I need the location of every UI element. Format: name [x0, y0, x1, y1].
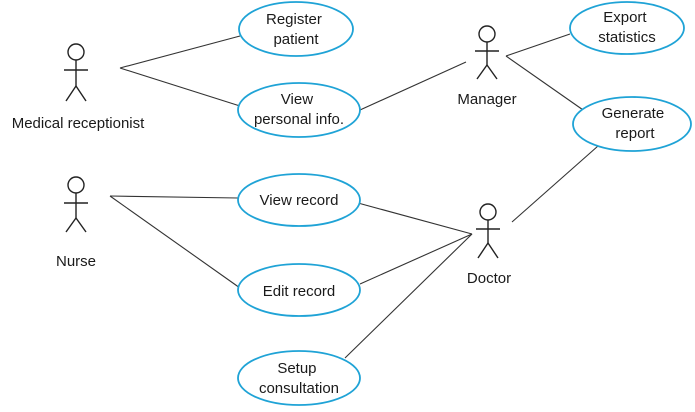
actor-label-nurse: Nurse: [56, 253, 96, 270]
use-case-setup-consultation-ellipse: [237, 350, 361, 406]
actor-label-medical-receptionist: Medical receptionist: [12, 115, 145, 132]
use-case-view-personal-info-ellipse: [237, 82, 361, 138]
assoc-doctor-view-record: [357, 202, 473, 235]
associations: [109, 33, 599, 359]
doctor-stick-figure-icon: [476, 203, 500, 259]
assoc-nurse-view-record: [109, 195, 239, 199]
actor-doctor: Doctor: [467, 203, 511, 287]
use-case-setup-consultation: Setup consultation: [237, 350, 361, 406]
use-case-label-view-record: View record: [260, 192, 339, 209]
assoc-nurse-edit-record: [109, 195, 241, 289]
use-case-export-statistics: Export statistics: [569, 1, 685, 55]
medical-receptionist-stick-figure-icon: [64, 43, 88, 102]
actor-label-manager: Manager: [457, 91, 516, 108]
actor-nurse: Nurse: [56, 176, 96, 270]
use-case-label-register-patient: Register patient: [266, 11, 326, 48]
use-case-view-record-ellipse: [237, 173, 361, 227]
nurse-stick-figure-icon: [64, 176, 88, 233]
use-case-generate-report: Generate report: [572, 96, 692, 152]
use-case-export-statistics-ellipse: [569, 1, 685, 55]
actor-manager: Manager: [457, 25, 517, 108]
use-case-label-setup-consultation: Setup consultation: [259, 360, 339, 397]
assoc-manager-generate: [505, 55, 587, 113]
use-case-label-export-statistics: Export statistics: [598, 9, 656, 46]
use-case-label-view-personal-info: View personal info.: [254, 91, 344, 128]
use-case-label-edit-record: Edit record: [263, 283, 336, 300]
actor-medical-receptionist: Medical receptionist: [12, 43, 145, 132]
manager-stick-figure-icon: [475, 25, 499, 80]
use-case-view-personal-info: View personal info.: [237, 82, 361, 138]
use-case-generate-report-ellipse: [572, 96, 692, 152]
use-case-view-record: View record: [237, 173, 361, 227]
assoc-manager-export: [505, 33, 571, 57]
use-case-label-generate-report: Generate report: [602, 105, 669, 142]
use-case-register-patient-ellipse: [238, 1, 354, 57]
assoc-doctor-generate: [511, 145, 599, 223]
use-case-edit-record: Edit record: [237, 263, 361, 317]
actor-label-doctor: Doctor: [467, 270, 511, 287]
use-case-edit-record-ellipse: [237, 263, 361, 317]
assoc-doctor-edit-record: [359, 233, 473, 285]
assoc-manager-view-personal: [359, 61, 467, 111]
assoc-doctor-setup: [344, 233, 473, 359]
use-case-register-patient: Register patient: [238, 1, 354, 57]
assoc-receptionist-view-personal: [119, 67, 241, 107]
assoc-receptionist-register: [119, 35, 241, 69]
